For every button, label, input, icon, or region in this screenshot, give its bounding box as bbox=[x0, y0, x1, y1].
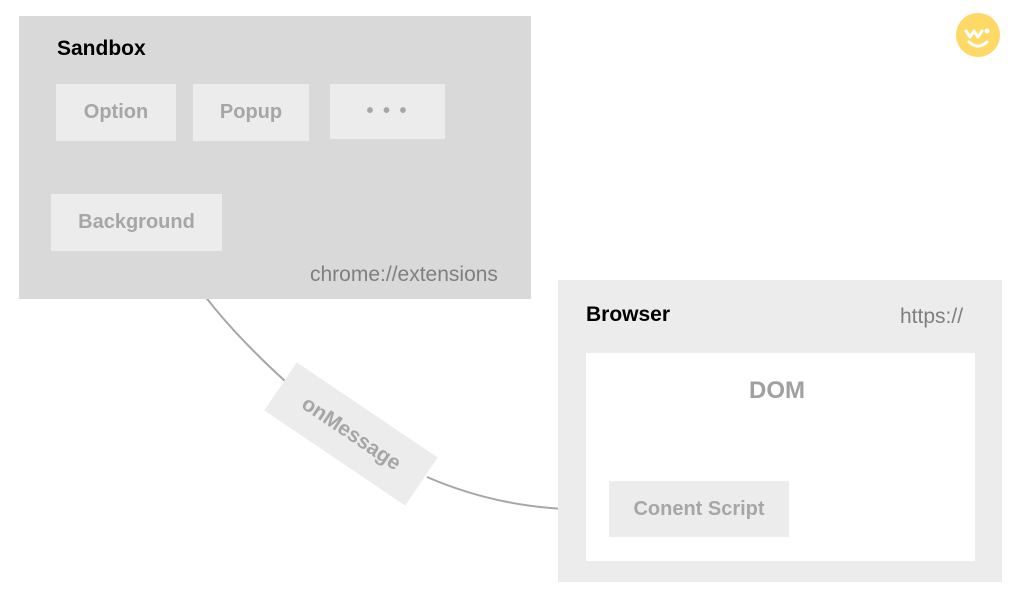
popup-page-box: Popup bbox=[193, 84, 309, 141]
smiley-logo-icon bbox=[955, 12, 1001, 63]
sandbox-url: chrome://extensions bbox=[310, 263, 498, 286]
sandbox-panel bbox=[19, 16, 531, 299]
browser-title: Browser bbox=[586, 303, 671, 326]
browser-url: https:// bbox=[900, 305, 964, 328]
content-script-box: Conent Script bbox=[609, 481, 789, 537]
sandbox-title: Sandbox bbox=[57, 37, 146, 60]
more-pages-box: • • • bbox=[330, 84, 445, 139]
background-box: Background bbox=[51, 194, 222, 251]
dom-title: DOM bbox=[749, 377, 805, 404]
option-page-box: Option bbox=[56, 84, 176, 141]
